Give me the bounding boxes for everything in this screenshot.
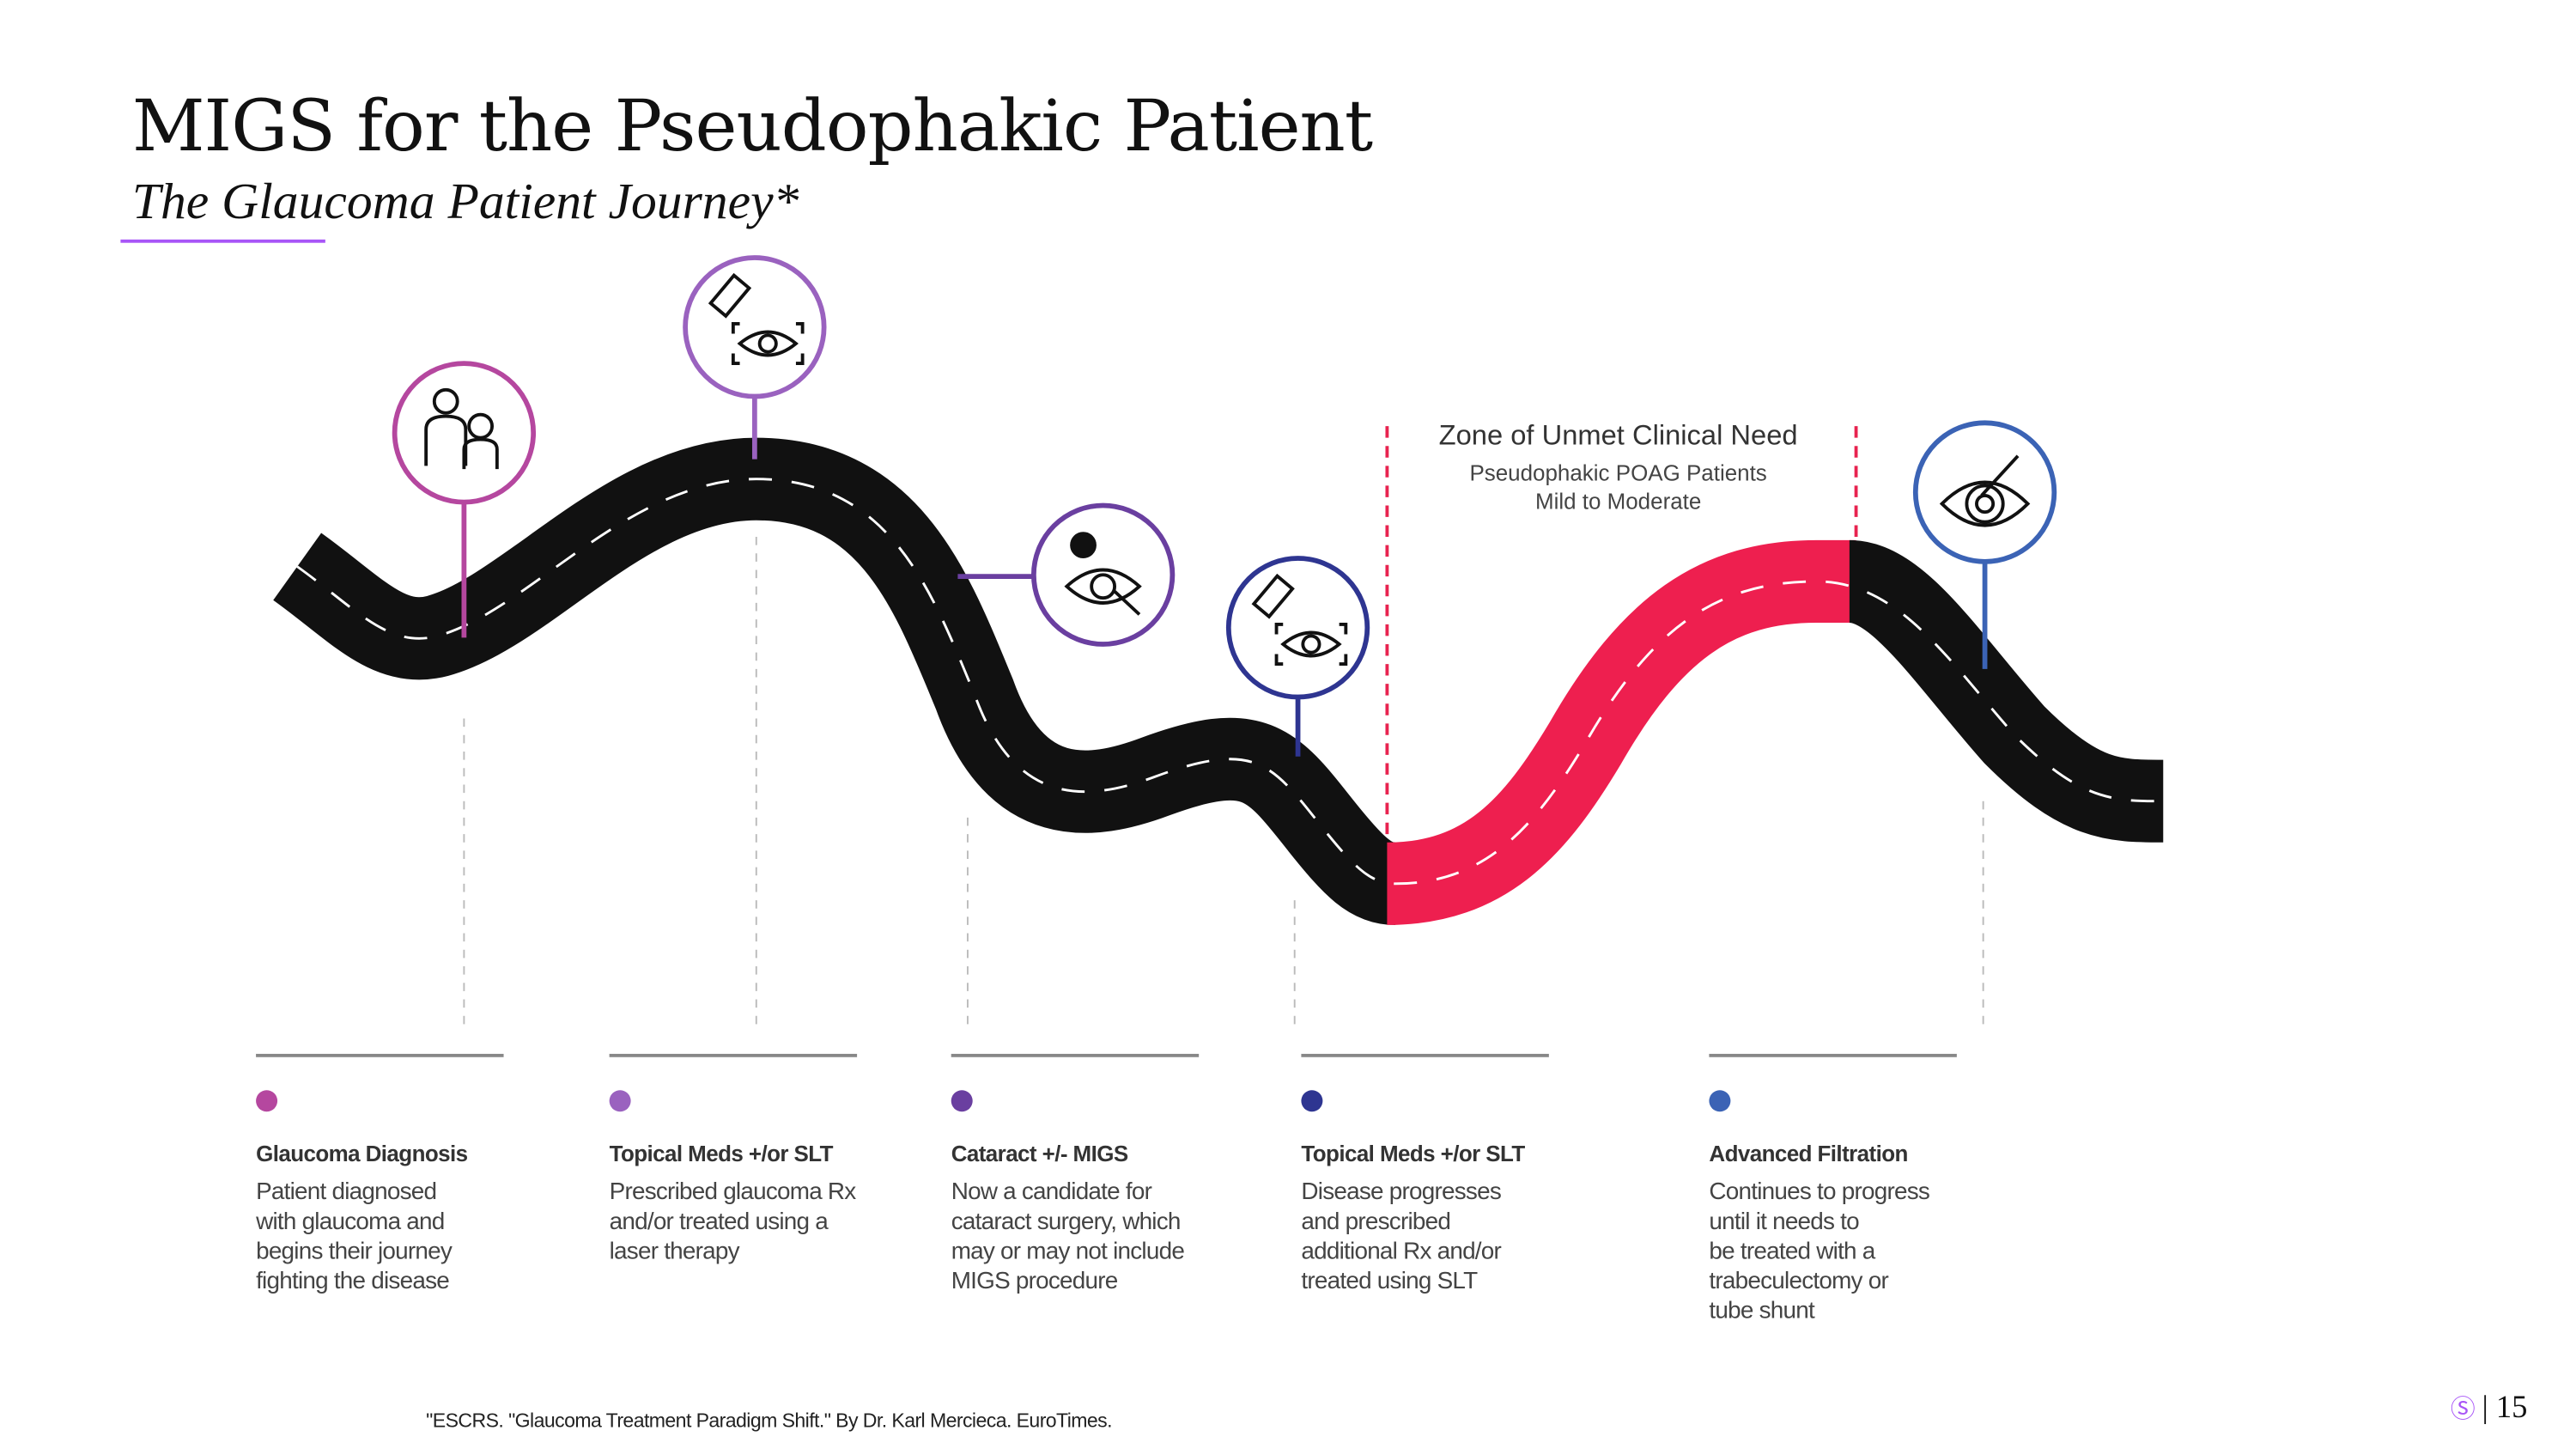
stage-heading: Advanced Filtration xyxy=(1709,1141,1908,1166)
stage-body-line: treated using SLT xyxy=(1301,1268,1478,1295)
eye-surgery-icon xyxy=(1939,454,2031,527)
stage-body-line: cataract surgery, which xyxy=(951,1209,1182,1236)
eye-drop-icon xyxy=(708,272,805,366)
brand-logo-icon: Ⓢ xyxy=(2450,1394,2476,1424)
stage-body: Continues to progress until it needs to be… xyxy=(1709,1178,2014,1326)
stage-heading: Topical Meds +/or SLT xyxy=(609,1141,834,1166)
stage-column: Topical Meds +/or SLT Prescribed glaucoma… xyxy=(609,1053,915,1267)
page-title: MIGS for the Pseudophakic Patient xyxy=(131,86,1373,169)
stage-body-line: tube shunt xyxy=(1709,1298,1814,1325)
page-number: Ⓢ| 15 xyxy=(2451,1391,2528,1427)
stage-body-line: Continues to progress xyxy=(1709,1179,1930,1206)
page-separator: | xyxy=(2482,1391,2488,1426)
zone-title: Zone of Unmet Clinical Need xyxy=(1438,419,1798,452)
stage-body-line: trabeculectomy or xyxy=(1709,1268,1888,1295)
stage-divider xyxy=(609,1053,858,1057)
stage-body-line: fighting the disease xyxy=(256,1268,450,1295)
stage-heading: Glaucoma Diagnosis xyxy=(256,1141,468,1166)
stage-body-line: Prescribed glaucoma Rx xyxy=(609,1179,857,1206)
pin-topical-meds-2 xyxy=(1225,556,1370,757)
stage-body-line: additional Rx and/or xyxy=(1301,1239,1502,1266)
stage-body-line: with glaucoma and xyxy=(256,1209,445,1236)
stage-dot xyxy=(256,1090,278,1112)
stage-divider xyxy=(1301,1053,1549,1057)
stage-divider xyxy=(256,1053,504,1057)
page-subtitle: The Glaucoma Patient Journey* xyxy=(131,172,799,230)
stage-body: Disease progresses and prescribed addition… xyxy=(1301,1178,1607,1296)
stage-heading: Cataract +/- MIGS xyxy=(951,1141,1128,1166)
stage-body-line: Patient diagnosed xyxy=(256,1179,437,1206)
doctor-patient-icon xyxy=(424,387,499,470)
stage-heading: Topical Meds +/or SLT xyxy=(1301,1141,1525,1166)
stage-body: Now a candidate for cataract surgery, whi… xyxy=(951,1178,1257,1296)
stage-body-line: Now a candidate for xyxy=(951,1179,1152,1206)
cataract-eye-icon xyxy=(1064,532,1142,616)
road-center-dashes xyxy=(296,478,2164,886)
stage-dot xyxy=(1709,1090,1731,1112)
stage-body-line: Disease progresses xyxy=(1301,1179,1502,1206)
zone-subtitle-2: Mild to Moderate xyxy=(1534,489,1702,514)
page-number-value: 15 xyxy=(2495,1391,2528,1426)
stage-dot xyxy=(609,1090,631,1112)
stage-body-line: until it needs to xyxy=(1709,1209,1859,1236)
title-underline xyxy=(120,239,325,243)
stage-body: Prescribed glaucoma Rx and/or treated usi… xyxy=(610,1178,915,1267)
stage-body-line: and/or treated using a xyxy=(609,1209,829,1236)
road-black-2 xyxy=(1845,539,2164,843)
stage-dot xyxy=(951,1090,973,1112)
pin-glaucoma-diagnosis xyxy=(392,361,537,638)
eye-drop-icon xyxy=(1251,573,1348,667)
stage-body-line: and prescribed xyxy=(1301,1209,1451,1236)
stage-divider xyxy=(1709,1053,1957,1057)
road-red-zone xyxy=(1386,539,1856,925)
pin-topical-meds-1 xyxy=(683,255,827,460)
pin-cataract-migs xyxy=(957,502,1176,647)
stage-body-line: laser therapy xyxy=(609,1239,740,1266)
zone-subtitle-1: Pseudophakic POAG Patients xyxy=(1469,460,1767,486)
zone-boundary-lines xyxy=(1385,426,1858,835)
stage-body-line: MIGS procedure xyxy=(951,1268,1119,1295)
stage-dot xyxy=(1301,1090,1323,1112)
stage-divider xyxy=(951,1053,1200,1057)
stage-body-line: may or may not include xyxy=(951,1239,1185,1266)
stage-body-line: be treated with a xyxy=(1709,1239,1875,1266)
pin-advanced-filtration xyxy=(1912,420,2057,669)
footnote: "ESCRS. "Glaucoma Treatment Paradigm Shi… xyxy=(426,1409,1112,1433)
stage-column: Cataract +/- MIGS Now a candidate for cata… xyxy=(951,1053,1257,1297)
zone-of-unmet-need-label: Zone of Unmet Clinical Need Pseudophakic… xyxy=(1395,419,1841,515)
stage-body: Patient diagnosed with glaucoma and begins… xyxy=(256,1178,562,1296)
stage-column: Topical Meds +/or SLT Disease progresses a… xyxy=(1301,1053,1607,1297)
stage-body-line: begins their journey xyxy=(256,1239,453,1266)
guide-lines xyxy=(463,537,1984,1025)
